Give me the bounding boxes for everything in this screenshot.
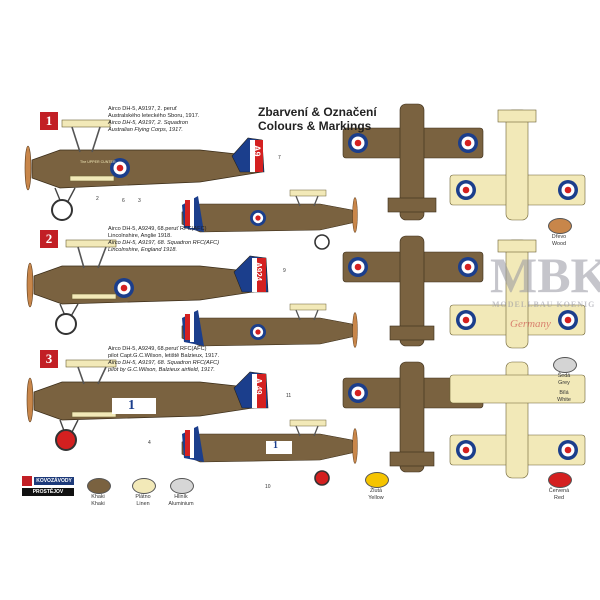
caption-line: Airco DH-5, A9249, 68.peruť RFC(AFC) bbox=[108, 346, 207, 352]
logo-mark-icon bbox=[22, 476, 32, 486]
scheme-2-caption: Airco DH-5, A9249, 68.peruť RFC(AFC) Lin… bbox=[108, 226, 268, 254]
swatch-aluminium bbox=[170, 478, 194, 494]
logo-city: PROSTĚJOV bbox=[22, 488, 74, 496]
scheme-number-badge: 2 bbox=[40, 230, 58, 248]
profile-3-small bbox=[181, 419, 358, 486]
callout-number: 4 bbox=[148, 440, 151, 446]
watermark-country: Germany bbox=[510, 318, 551, 330]
heading-english: Colours & Markings bbox=[258, 119, 372, 133]
caption-line: Australského leteckého Sboru, 1917. bbox=[108, 113, 200, 119]
fuselage-number: 1 bbox=[128, 398, 135, 413]
caption-line: Airco DH-5, A9197, 2. peruť bbox=[108, 106, 177, 112]
callout-number: 9 bbox=[283, 268, 286, 274]
caption-line: pilot Capt.G.C.Wilson, letiště Balzieux,… bbox=[108, 353, 219, 359]
callout-number: 2 bbox=[96, 196, 99, 202]
profile-3-large bbox=[26, 359, 269, 451]
swatch-khaki bbox=[87, 478, 111, 494]
profile-1-small bbox=[181, 189, 358, 250]
top-view-2 bbox=[342, 235, 484, 347]
callout-number: 6 bbox=[122, 198, 125, 204]
caption-line: Lincolnshire, England 1918. bbox=[108, 247, 178, 253]
fuselage-number: 1 bbox=[273, 440, 278, 451]
swatch-red bbox=[548, 472, 572, 488]
heading-czech: Zbarvení & Označení bbox=[258, 105, 377, 119]
swatch-wood bbox=[548, 218, 572, 234]
swatch-yellow bbox=[365, 472, 389, 488]
bottom-view-3 bbox=[449, 361, 586, 479]
bottom-view-1 bbox=[449, 109, 586, 221]
page-heading: Zbarvení & Označení Colours & Markings bbox=[258, 105, 377, 133]
manufacturer-logo: KOVOZÁVODY PROSTĚJOV bbox=[22, 476, 74, 496]
scheme-number-badge: 1 bbox=[40, 112, 58, 130]
caption-line: Lincolnshire, Anglie 1918. bbox=[108, 233, 172, 239]
scheme-3-caption: Airco DH-5, A9249, 68.peruť RFC(AFC) pil… bbox=[108, 346, 283, 374]
swatch-linen bbox=[132, 478, 156, 494]
bottom-view-2 bbox=[449, 239, 586, 400]
caption-line: Airco DH-5, A9197, 68. Squadron RFC(AFC) bbox=[108, 240, 220, 246]
caption-line: Airco DH-5, A9197, 2. Squadron bbox=[108, 120, 189, 126]
caption-line: pilot by G.C.Wilson, Balzieux airfield, … bbox=[108, 367, 215, 373]
callout-number: 10 bbox=[265, 484, 271, 490]
scheme-1-caption: Airco DH-5, A9197, 2. peruť Australského… bbox=[108, 106, 258, 134]
profile-2-small bbox=[181, 303, 358, 348]
nose-art-text: The UPPER CUNTER bbox=[80, 160, 116, 164]
profile-2-large bbox=[26, 239, 269, 335]
watermark-main: MBK bbox=[490, 247, 600, 303]
caption-line: Airco DH-5, A9197, 68. Squadron RFC(AFC) bbox=[108, 360, 220, 366]
swatch-grey bbox=[553, 357, 577, 373]
serial-marking: A924 bbox=[254, 262, 263, 282]
watermark-sub: MODELLBAU KOENIG bbox=[492, 300, 596, 309]
caption-line: Australian Flying Corps, 1917. bbox=[108, 127, 183, 133]
callout-number: 3 bbox=[138, 198, 141, 204]
callout-number: 7 bbox=[278, 155, 281, 161]
caption-line: Airco DH-5, A9249, 68.peruť RFC(AFC) bbox=[108, 226, 207, 232]
scheme-number-badge: 3 bbox=[40, 350, 58, 368]
top-view-3 bbox=[342, 361, 484, 473]
top-view-1 bbox=[342, 103, 484, 221]
callout-number: 11 bbox=[286, 393, 292, 399]
serial-marking: A 49 bbox=[254, 378, 263, 395]
profile-1-large bbox=[24, 119, 265, 221]
serial-marking: A9 bbox=[252, 145, 262, 157]
logo-brand: KOVOZÁVODY bbox=[34, 477, 74, 485]
